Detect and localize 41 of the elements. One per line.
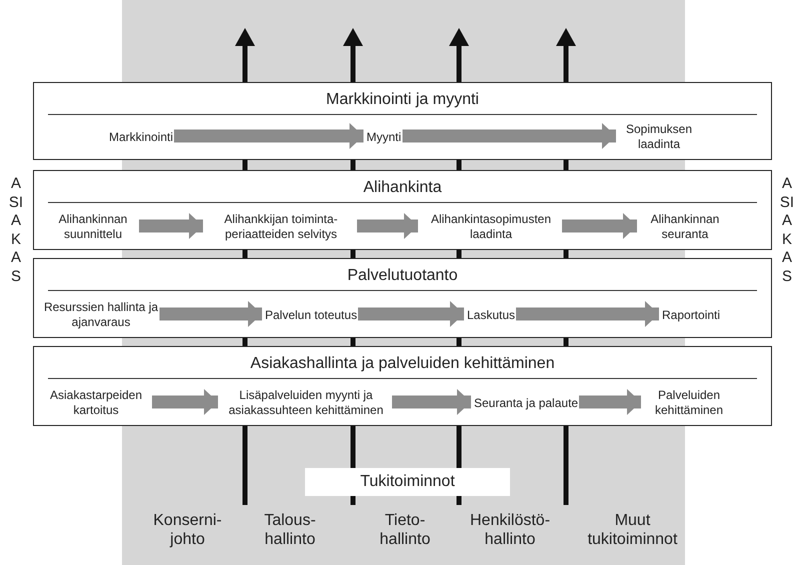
process-step: Alihankkijan toiminta- periaatteiden selvitys bbox=[206, 212, 356, 242]
band-heading: Alihankinta bbox=[48, 173, 757, 203]
process-band bbox=[33, 258, 772, 338]
band-heading: Markkinointi ja myynti bbox=[48, 85, 757, 115]
process-step: Alihankintasopimusten laadinta bbox=[421, 212, 561, 242]
block-arrow bbox=[562, 213, 637, 239]
function-label: Konserni- johto bbox=[152, 510, 223, 550]
function-label: Talous- hallinto bbox=[263, 510, 317, 550]
function-label: Muut tukitoiminnot bbox=[586, 510, 678, 550]
process-step: Markkinointi bbox=[109, 130, 174, 144]
process-band bbox=[33, 170, 772, 250]
block-arrow bbox=[174, 123, 364, 149]
function-label: Tieto- hallinto bbox=[378, 510, 432, 550]
function-label: Henkilöstö- hallinto bbox=[468, 510, 552, 550]
process-band bbox=[33, 346, 772, 426]
block-arrow bbox=[357, 213, 418, 239]
band-heading: Asiakashallinta ja palveluiden kehittäminen bbox=[48, 349, 757, 379]
side-label: ASIAKAS bbox=[779, 175, 795, 286]
block-arrow bbox=[579, 389, 641, 415]
process-step: Alihankinnan suunnittelu bbox=[48, 212, 138, 242]
process-step: Seuranta ja palaute bbox=[474, 396, 578, 410]
block-arrow bbox=[152, 389, 218, 415]
process-step: Asiakastarpeiden kartoitus bbox=[41, 388, 151, 418]
heading-box: Tukitoiminnot bbox=[305, 468, 510, 496]
block-arrow bbox=[139, 213, 203, 239]
side-label: ASIAKAS bbox=[8, 175, 24, 286]
process-step: Sopimuksen laadinta bbox=[619, 122, 699, 152]
block-arrow bbox=[516, 301, 659, 327]
block-arrow bbox=[402, 123, 616, 149]
process-band bbox=[33, 82, 772, 160]
band-heading: Palvelutuotanto bbox=[48, 261, 757, 291]
process-step: Alihankinnan seuranta bbox=[640, 212, 730, 242]
block-arrow bbox=[160, 301, 262, 327]
process-step: Lisäpalveluiden myynti ja asiakassuhteen kehittäminen bbox=[221, 388, 391, 418]
process-step: Resurssien hallinta ja ajanvaraus bbox=[44, 300, 158, 330]
process-step: Myynti bbox=[366, 130, 402, 144]
process-step: Laskutus bbox=[467, 308, 516, 322]
process-step: Palveluiden kehittäminen bbox=[644, 388, 734, 418]
process-step: Raportointi bbox=[662, 308, 720, 322]
block-arrow bbox=[358, 301, 464, 327]
process-step: Palvelun toteutus bbox=[265, 308, 358, 322]
